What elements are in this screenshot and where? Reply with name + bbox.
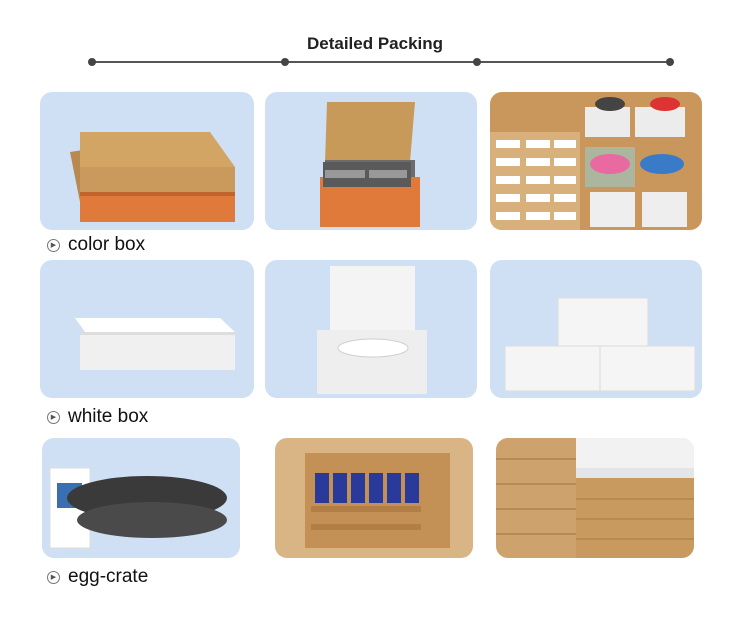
egg-crate-warehouse-photo <box>496 438 694 558</box>
section-label-text: white box <box>68 406 149 427</box>
timeline-dot <box>473 58 481 66</box>
circle-arrow-icon: ▶ <box>47 238 60 252</box>
timeline-dot <box>666 58 674 66</box>
circle-arrow-icon: ▶ <box>47 410 60 424</box>
section-label-white-box: ▶ white box <box>47 406 148 428</box>
section-label-color-box: ▶ color box <box>47 234 145 256</box>
egg-crate-carton-photo <box>275 438 473 558</box>
section-label-text: color box <box>68 234 146 255</box>
white-box-closed-photo <box>40 260 254 398</box>
section-label-text: egg-crate <box>68 566 149 587</box>
timeline-dot <box>281 58 289 66</box>
egg-crate-bag-photo <box>42 438 240 558</box>
timeline-divider <box>92 61 670 63</box>
color-box-open-photo <box>265 92 477 230</box>
circle-arrow-icon: ▶ <box>47 570 60 584</box>
white-box-open-photo <box>265 260 477 398</box>
page-title: Detailed Packing <box>306 34 444 53</box>
color-box-bulk-photo <box>490 92 702 230</box>
color-box-closed-photo <box>40 92 254 230</box>
white-box-stack-photo <box>490 260 702 398</box>
section-label-egg-crate: ▶ egg-crate <box>47 566 148 588</box>
timeline-dot <box>88 58 96 66</box>
